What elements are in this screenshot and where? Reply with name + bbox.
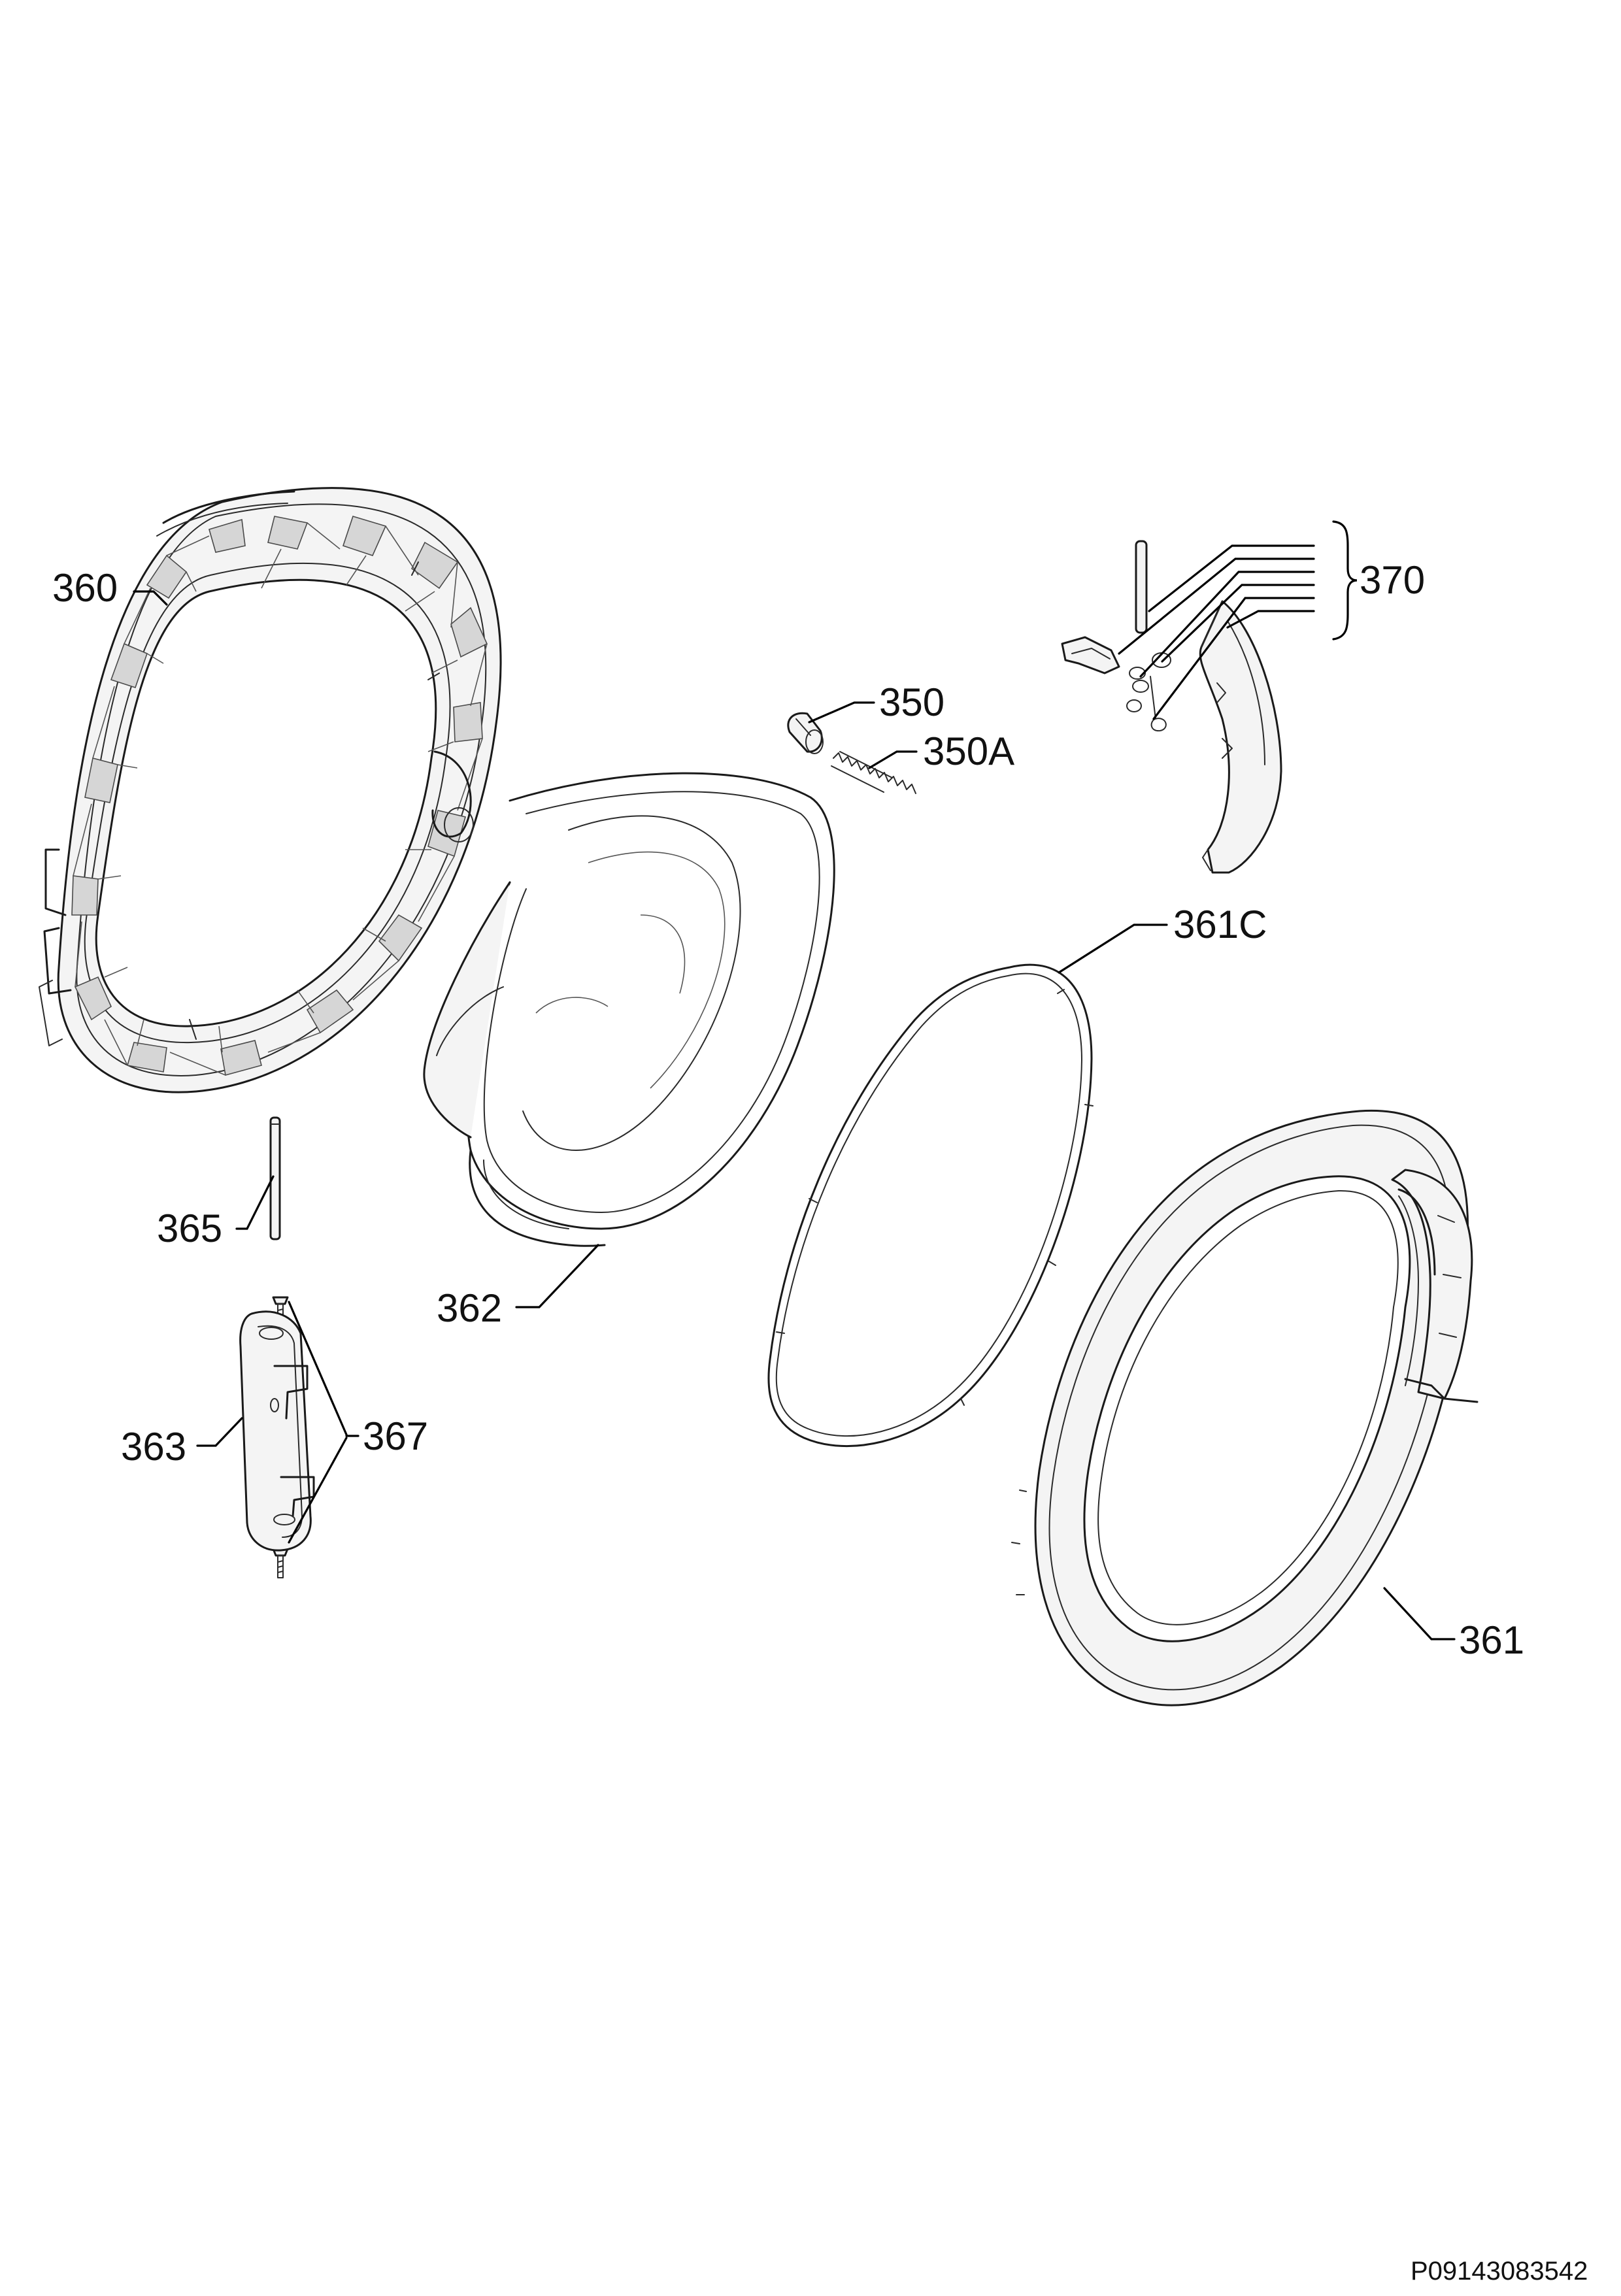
leader-362	[515, 1244, 599, 1308]
part-350a-spring	[831, 751, 916, 794]
callout-350a: 350A	[923, 729, 1014, 773]
leader-363	[196, 1417, 243, 1447]
callout-365: 365	[157, 1206, 222, 1250]
leader-350	[808, 701, 875, 724]
leader-361	[1383, 1587, 1456, 1640]
leader-365	[235, 1175, 275, 1230]
leader-lines	[133, 520, 1456, 1640]
part-363-door-hinge	[239, 1310, 315, 1552]
leader-350a	[868, 750, 918, 769]
leader-367-upper	[288, 1301, 348, 1436]
document-id: P09143083542	[1411, 2257, 1588, 2286]
part-362-door-glass	[423, 772, 835, 1247]
leader-367-lower	[288, 1437, 348, 1544]
part-361-outer-door-ring	[1011, 1109, 1479, 1706]
brace-370	[1332, 520, 1358, 641]
callout-367: 367	[363, 1414, 428, 1458]
callout-370: 370	[1360, 558, 1425, 602]
part-350-latch-pin	[787, 712, 824, 754]
leader-361c	[1058, 923, 1168, 974]
leader-370-bundle	[1118, 544, 1315, 720]
part-365-hinge-pin	[269, 1116, 281, 1240]
callout-350: 350	[879, 680, 944, 724]
part-361c-gasket-ring	[767, 963, 1094, 1448]
callout-labels: 360 370 350 350A 361C 365 362 367 363 36…	[52, 558, 1524, 1662]
callout-360: 360	[52, 566, 118, 610]
leader-360	[133, 590, 168, 606]
callout-361c: 361C	[1173, 903, 1267, 946]
callout-363: 363	[121, 1425, 186, 1469]
part-360-inner-door-frame	[39, 487, 502, 1093]
callout-361: 361	[1459, 1618, 1524, 1662]
callout-362: 362	[437, 1286, 502, 1330]
part-370-handle-kit	[1061, 540, 1282, 874]
